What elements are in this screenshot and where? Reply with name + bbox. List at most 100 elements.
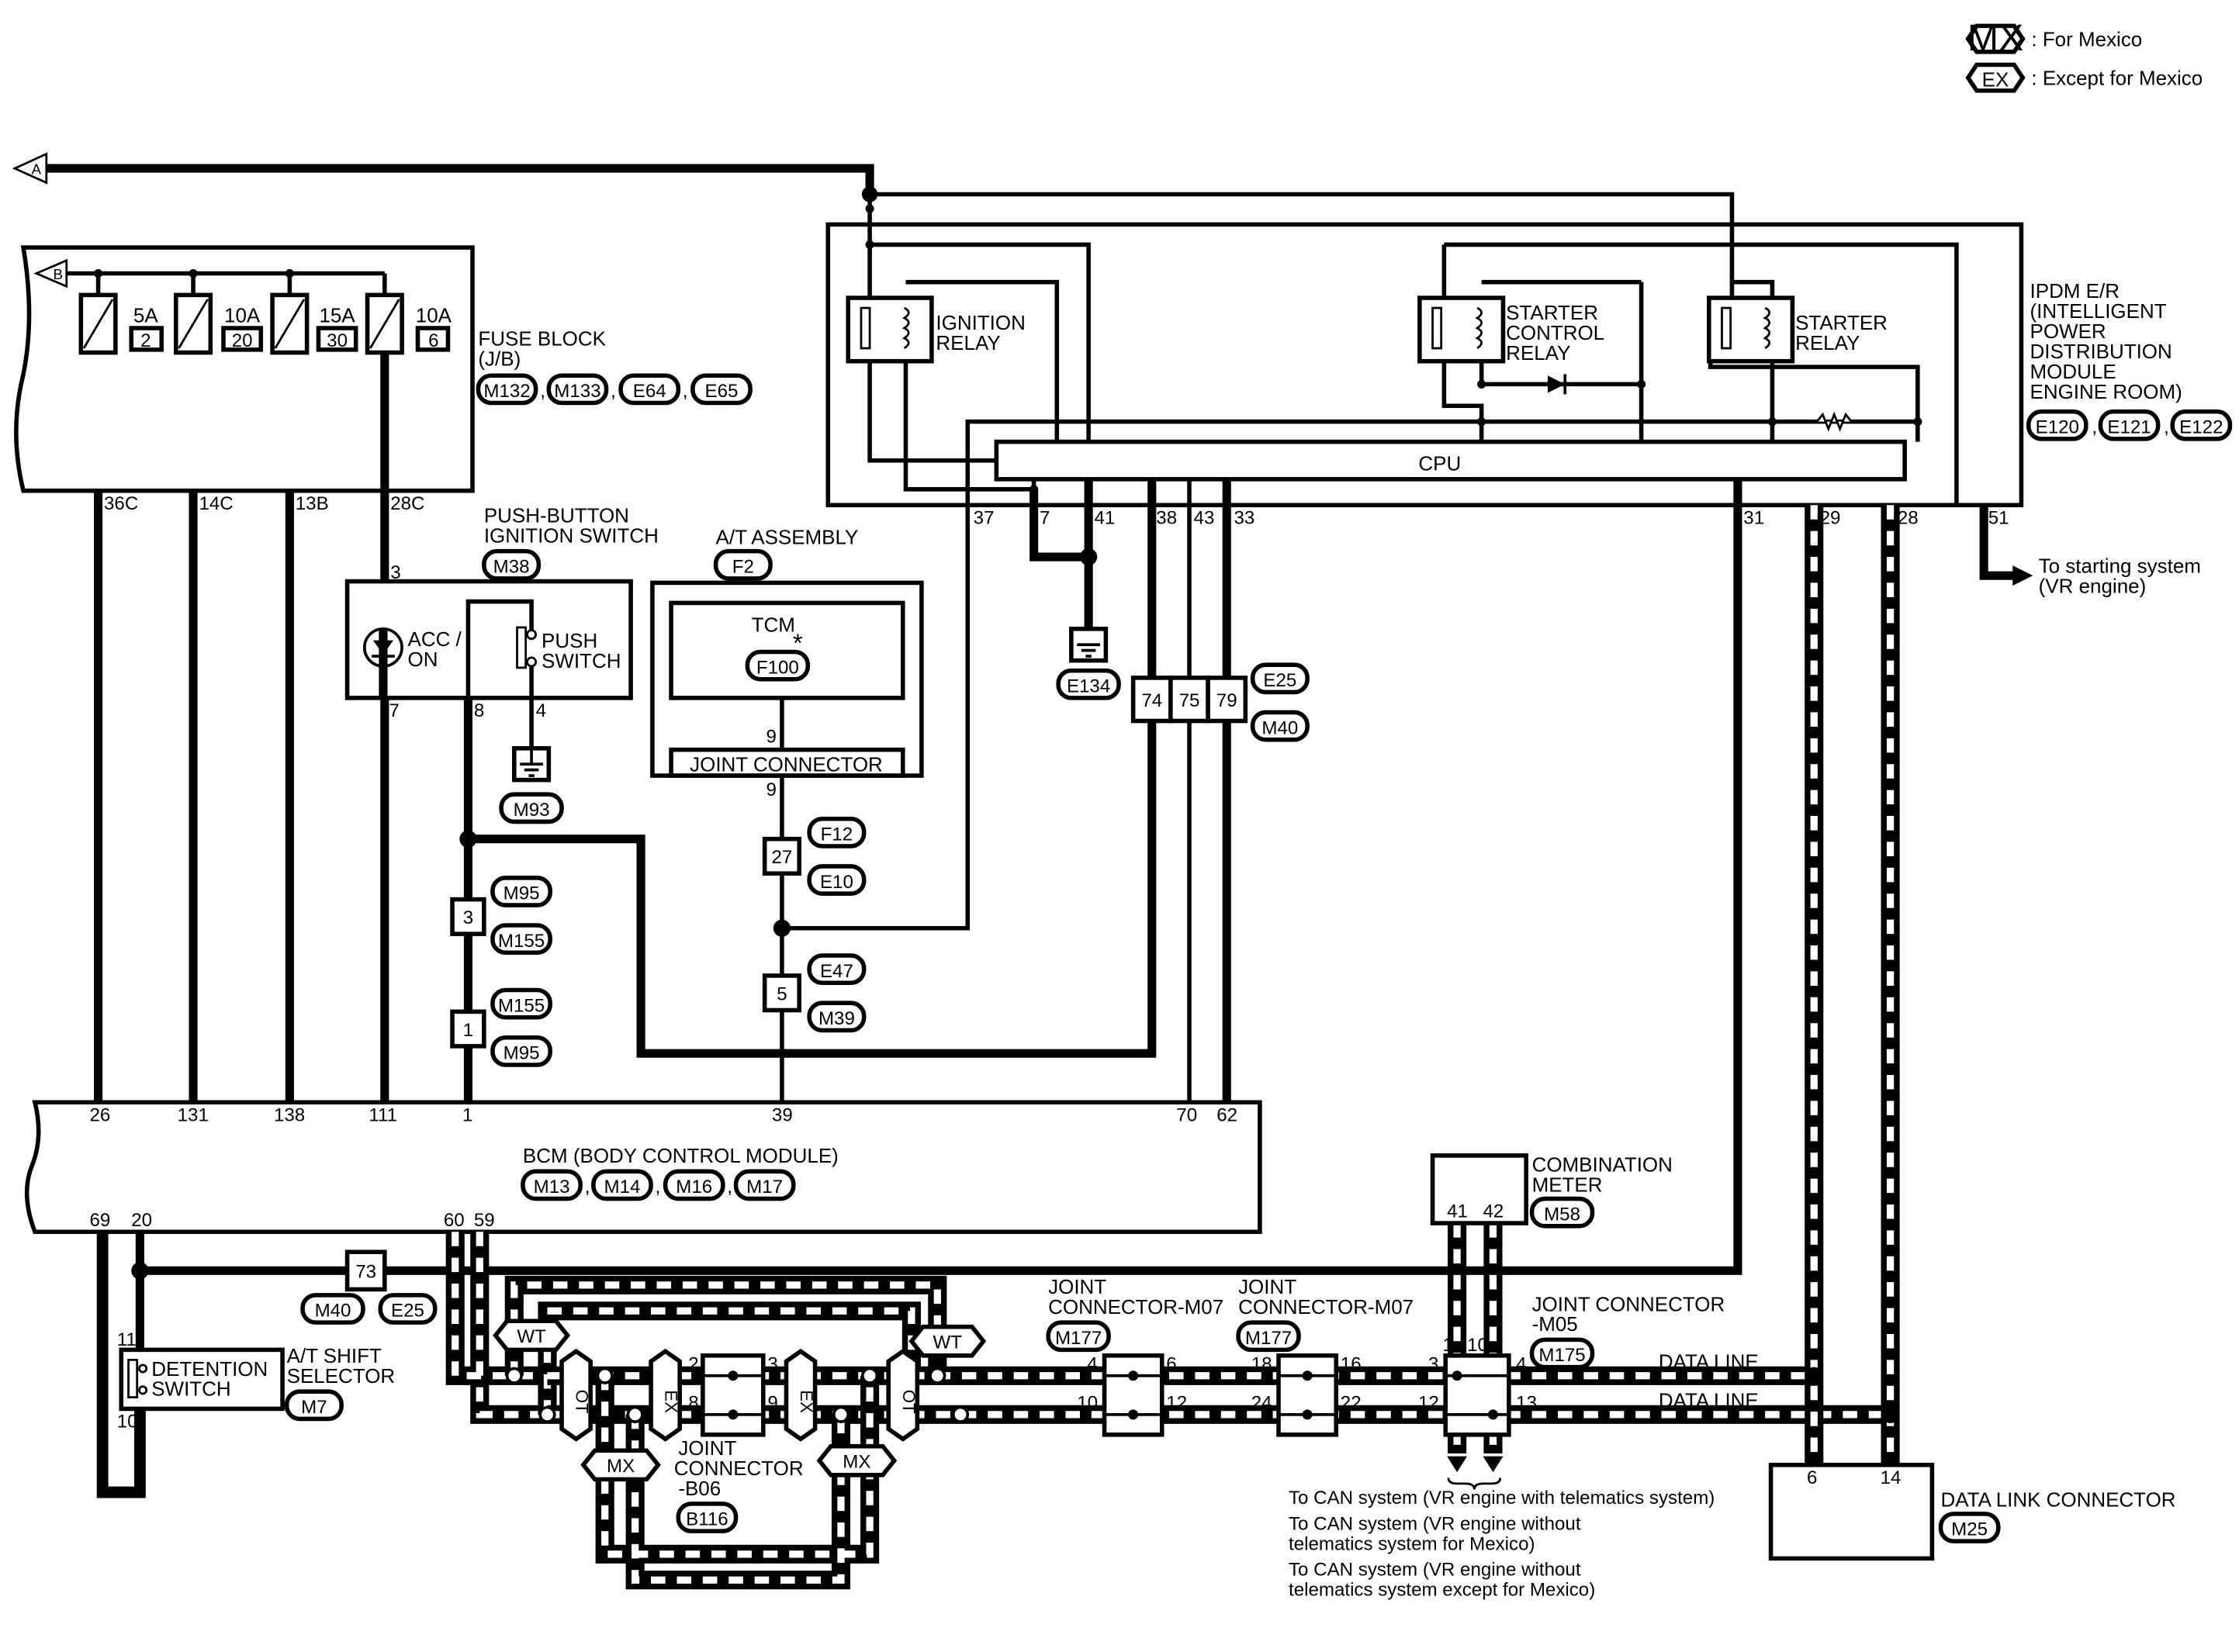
pin-label: 4 [536, 700, 546, 721]
ground-m93: M93 [499, 746, 564, 824]
connector-tag [1250, 710, 1310, 742]
push-button-title: PUSH-BUTTON [484, 504, 629, 527]
ex-tag-right: EX [784, 1348, 818, 1442]
can-note: To CAN system (VR engine with telematics… [1289, 1488, 1715, 1509]
shift-selector: DETENTION SWITCH 11 10 A/T SHIFT SELECTO… [117, 1329, 395, 1433]
inline-e25-m40: 74 75 79 E25 M40 [1130, 662, 1310, 742]
pin-box [450, 897, 486, 936]
pin-label: 62 [1216, 1104, 1237, 1125]
wire-ipdm-feed [870, 192, 1735, 302]
connector-tag [1250, 662, 1310, 695]
tag-label: EX [662, 1390, 681, 1413]
connector-label: E120 [2036, 416, 2079, 437]
connector-tag [1056, 668, 1121, 700]
joint-node [1487, 1409, 1498, 1420]
bcm-module: 26 131 138 111 1 39 70 62 BCM (BODY CONT… [24, 1100, 1262, 1235]
starter-relay: STARTER RELAY [1707, 295, 1888, 364]
pin-label: 79 [1216, 690, 1237, 711]
bcm-title: BCM (BODY CONTROL MODULE) [523, 1144, 839, 1167]
push-contact-icon [516, 626, 528, 669]
ipdm-box [825, 222, 2024, 508]
separator: , [611, 381, 616, 402]
pin-label: 59 [474, 1210, 495, 1231]
ground-label: E134 [1067, 676, 1110, 696]
pin-label: 3 [390, 562, 400, 583]
connector-tag [300, 1293, 365, 1325]
legend-mx-tag [1965, 23, 2026, 54]
tag-label: WT [517, 1326, 546, 1347]
data-line-label: DATA LINE [1659, 1350, 1759, 1373]
splice [832, 1405, 850, 1423]
fuse-num: 2 [140, 330, 151, 351]
connector-label: E121 [2107, 416, 2151, 437]
wt-tag-right: WT [908, 1324, 987, 1358]
switch-contact-icon [127, 1358, 139, 1398]
connector-tag [546, 373, 609, 406]
fuse-num-box [415, 326, 451, 352]
connector-tag [2098, 409, 2161, 441]
connector-tag [745, 649, 811, 682]
pin-label: 39 [772, 1104, 793, 1125]
joint-box [1102, 1353, 1164, 1437]
junction [1079, 548, 1098, 566]
brace-icon [1447, 1477, 1502, 1490]
pin-label: 36C [104, 493, 138, 514]
connector-label: M177 [1055, 1328, 1102, 1349]
fuse-amp: 10A [416, 304, 452, 327]
legend-ex-text: : Except for Mexico [2031, 66, 2203, 89]
pin-label: 4 [1087, 1353, 1097, 1374]
arrow-right-icon [2012, 565, 2033, 586]
fuse-element [178, 299, 209, 349]
ipdm-title-line: IPDM E/R [2030, 279, 2120, 302]
junction [865, 204, 874, 213]
legend-ex-tag [1965, 62, 2026, 93]
inline-e47-m39: 5 E47 M39 [762, 953, 867, 1033]
switch-terminal [138, 1385, 148, 1395]
fuse-num: 20 [232, 330, 253, 351]
pin-label: 8 [688, 1392, 698, 1413]
pin-label: 3 [463, 907, 473, 928]
tag-label: OT [573, 1390, 592, 1414]
pin-label: 51 [1988, 507, 2009, 528]
acc-label: ON [408, 648, 438, 671]
pin-label: 28C [390, 493, 424, 514]
pin-label: 18 [1251, 1353, 1272, 1374]
joint-node [1302, 1370, 1313, 1381]
joint-title: JOINT CONNECTOR [1532, 1292, 1725, 1315]
connector-tag [1938, 1512, 2001, 1543]
connector-label: E47 [820, 961, 853, 982]
tag-shape [649, 1348, 682, 1442]
joint-connector-label: JOINT CONNECTOR [690, 752, 883, 776]
joint-box [1443, 1353, 1511, 1437]
pin-label: 31 [1743, 507, 1764, 528]
pin-label: 38 [1156, 507, 1177, 528]
starter-control-relay: STARTER CONTROL RELAY [1417, 295, 1604, 365]
connector-tag [690, 373, 753, 406]
data-line-label: DATA LINE [1659, 1389, 1759, 1412]
cpu-block [994, 439, 1907, 482]
ipdm-title-line: MODULE [2030, 360, 2116, 383]
cpu-label: CPU [1418, 452, 1461, 475]
connector-tag [591, 1169, 653, 1201]
tag-label: EX [797, 1390, 816, 1413]
connector-tag [2026, 409, 2088, 441]
tag-shape [784, 1348, 818, 1442]
fuse-block-title: FUSE BLOCK [478, 327, 606, 350]
connector-label: M95 [504, 883, 540, 904]
separator: , [540, 381, 545, 402]
joint-connector-m07-b: 18 24 16 22 JOINT CONNECTOR-M07 M177 [1236, 1275, 1414, 1437]
joint-title: -M05 [1532, 1312, 1578, 1336]
pin-label: 10 [1077, 1392, 1098, 1413]
fuse-block-subtitle: (J/B) [478, 347, 521, 370]
pin-label: 1 [1443, 1335, 1453, 1356]
pin-label: 73 [355, 1262, 376, 1283]
separator: , [656, 1177, 661, 1198]
switch-terminal [526, 629, 538, 641]
connector-label: B116 [686, 1509, 728, 1530]
shift-selector-title: A/T SHIFT [287, 1344, 382, 1367]
switch-wire [465, 599, 534, 698]
wt-tag-left: WT [493, 1318, 571, 1353]
connector-label: F2 [732, 556, 754, 577]
junction [1477, 379, 1486, 389]
joint-title: JOINT [678, 1436, 736, 1460]
